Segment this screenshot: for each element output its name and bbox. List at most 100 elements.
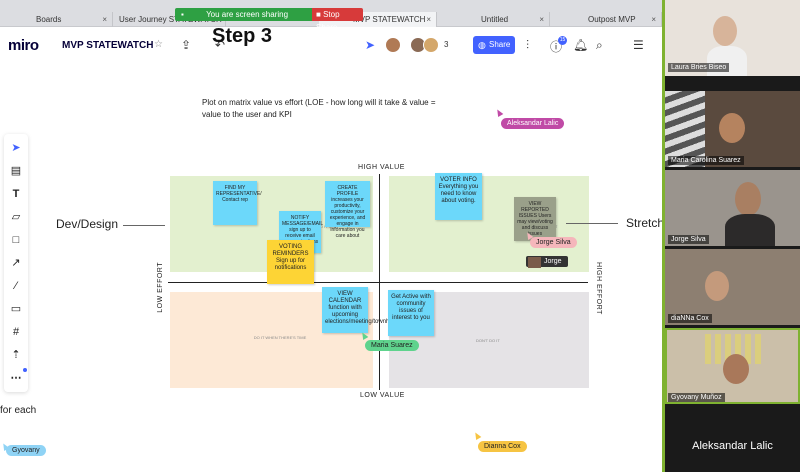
avatar[interactable] — [385, 37, 401, 53]
stop-icon: ■ — [316, 10, 324, 19]
avatar[interactable] — [423, 37, 439, 53]
axis-label-bottom: LOW VALUE — [360, 392, 405, 399]
sticky-note-tool-icon[interactable]: ▱ — [11, 211, 21, 223]
tab-untitled[interactable]: Untitled × — [437, 12, 550, 27]
miro-toolbar: miro MVP STATEWATCH ☆ ⇪ ↶ ➤ 3 ◍Share ⫶ ⓘ… — [0, 28, 662, 64]
sticky-note[interactable]: VIEW CALENDAR function with upcoming ele… — [322, 287, 395, 333]
horizontal-axis — [168, 282, 588, 283]
tab-label: Boards — [36, 15, 62, 24]
text-tool-icon[interactable]: T — [12, 188, 20, 200]
template-tool-icon[interactable]: ▤ — [10, 165, 22, 177]
bell-icon[interactable]: 🔔︎ — [573, 38, 589, 52]
settings-sliders-icon[interactable]: ⫶ — [526, 38, 530, 52]
cursor-label-gyovany: Gyovany — [6, 445, 46, 456]
participant-face — [735, 182, 761, 216]
participant-body — [725, 214, 775, 246]
participant-video[interactable]: Jorge Silva — [665, 170, 800, 246]
blinds-background — [665, 91, 705, 167]
step-overlay-text: Step 3 — [212, 25, 273, 47]
frame-tool-icon[interactable]: # — [12, 326, 20, 338]
participant-video[interactable]: Gyovany Muñoz — [665, 328, 800, 404]
line-tool-icon[interactable]: ↗ — [11, 257, 21, 269]
dev-design-label[interactable]: Dev/Design — [56, 217, 119, 231]
fragment-text[interactable]: for each — [0, 405, 37, 416]
cursor-name: Jorge — [544, 258, 562, 265]
undo-icon[interactable]: ↶ — [215, 38, 226, 52]
stop-share-label: Stop Share — [316, 10, 340, 32]
star-icon[interactable]: ☆ — [154, 39, 163, 50]
cursor-label-jorge-silva: Jorge Silva — [530, 237, 577, 248]
sharing-status: ▪ You are screen sharing — [175, 8, 312, 21]
connector-line[interactable] — [123, 225, 165, 226]
upload-icon[interactable]: ⇪ — [181, 38, 192, 52]
cursor-follow-icon[interactable]: ➤ — [365, 38, 376, 52]
participant-video[interactable]: diaNNa Cox — [665, 249, 800, 325]
tab-boards[interactable]: Boards × — [0, 12, 113, 27]
participant-face — [705, 271, 729, 301]
close-icon[interactable]: × — [539, 15, 544, 24]
pen-tool-icon[interactable]: ⁄ — [15, 280, 17, 292]
share-label: Share — [489, 40, 511, 49]
collaborator-count[interactable]: 3 — [444, 40, 449, 49]
select-tool-icon[interactable]: ➤ — [11, 142, 21, 154]
cursor-label-maria: Maria Suarez — [365, 340, 419, 351]
participant-face — [713, 16, 737, 46]
more-tools-dot — [23, 368, 27, 372]
sticky-note[interactable]: VOTER INFO Everything you need to know a… — [435, 173, 482, 220]
sticky-note[interactable]: Get Active with community issues of inte… — [388, 290, 434, 336]
search-icon[interactable]: ⌕ — [596, 38, 603, 52]
tools-panel: ➤ ▤ T ▱ □ ↗ ⁄ ▭ # ⇡ ⋯ — [4, 134, 28, 392]
participant-name: diaNNa Cox — [668, 314, 712, 323]
zoom-divider — [662, 0, 665, 472]
notification-badge: 15 — [558, 36, 567, 45]
axis-label-left: LOW EFFORT — [157, 262, 164, 313]
sharing-text: You are screen sharing — [206, 10, 289, 19]
stretch-label[interactable]: Stretch — [626, 216, 665, 230]
close-icon[interactable]: × — [426, 15, 431, 24]
sticky-note[interactable]: VIEW REPORTED ISSUES Users may view/voti… — [514, 197, 556, 241]
close-icon[interactable]: × — [102, 15, 107, 24]
upload-tool-icon[interactable]: ⇡ — [11, 349, 21, 361]
share-button[interactable]: ◍Share — [473, 36, 515, 54]
participant-video[interactable]: Laura Bries Biseo — [665, 0, 800, 76]
participant-video[interactable]: Maria Carolina Suarez — [665, 91, 800, 167]
cursor-arrow-icon — [494, 107, 504, 118]
participant-name: Jorge Silva — [668, 235, 709, 244]
globe-icon: ◍ — [478, 40, 486, 50]
stop-share-button[interactable]: ■ Stop Share — [312, 8, 363, 32]
board-name[interactable]: MVP STATEWATCH — [62, 40, 154, 51]
tab-label: Untitled — [481, 15, 509, 24]
tab-label: MVP STATEWATCH — [353, 15, 426, 24]
active-speaker-border — [665, 328, 800, 404]
board-menu-icon[interactable]: ☰ — [633, 38, 644, 52]
cursor-label-aleksandar: Aleksandar Lalic — [501, 118, 565, 129]
quadrant-caption: DO IT WHEN THERE'S TIME — [253, 335, 307, 340]
participant-face — [723, 354, 749, 384]
shape-tool-icon[interactable]: □ — [12, 234, 20, 246]
instructions-text[interactable]: Plot on matrix value vs effort (LOE - ho… — [202, 98, 436, 119]
participant-name: Laura Bries Biseo — [668, 63, 730, 72]
video-cursor-jorge: Jorge — [526, 256, 568, 268]
close-icon[interactable]: × — [651, 15, 656, 24]
sticky-note[interactable]: VOTING REMINDERS Sign up for notificatio… — [267, 240, 314, 284]
tab-label: User Journey STATEWATCH — [119, 15, 222, 24]
sticky-note[interactable]: CREATE PROFILE increases your productivi… — [325, 181, 370, 239]
axis-label-top: HIGH VALUE — [358, 164, 405, 171]
sticky-note[interactable]: FIND MY REPRESENTATIVE/ Contact rep — [213, 181, 262, 225]
avatar — [528, 257, 541, 268]
active-speaker-name: Aleksandar Lalic — [692, 440, 773, 452]
connector-line[interactable] — [566, 223, 618, 224]
cursor-arrow-icon — [472, 430, 482, 441]
cursor-label-dianna: Dianna Cox — [478, 441, 527, 452]
quadrant-caption: DON'T DO IT — [476, 338, 500, 343]
browser-top-strip — [0, 0, 662, 12]
tab-outpost-mvp[interactable]: Outpost MVP× — [550, 12, 662, 27]
participant-name: Maria Carolina Suarez — [668, 156, 744, 165]
more-tools-icon[interactable]: ⋯ — [10, 372, 22, 384]
participant-face — [719, 113, 745, 143]
axis-label-right: HIGH EFFORT — [595, 262, 602, 315]
miro-logo[interactable]: miro — [8, 37, 39, 54]
comment-tool-icon[interactable]: ▭ — [10, 303, 22, 315]
screen-share-banner: ▪ You are screen sharing ■ Stop Share — [175, 8, 363, 32]
